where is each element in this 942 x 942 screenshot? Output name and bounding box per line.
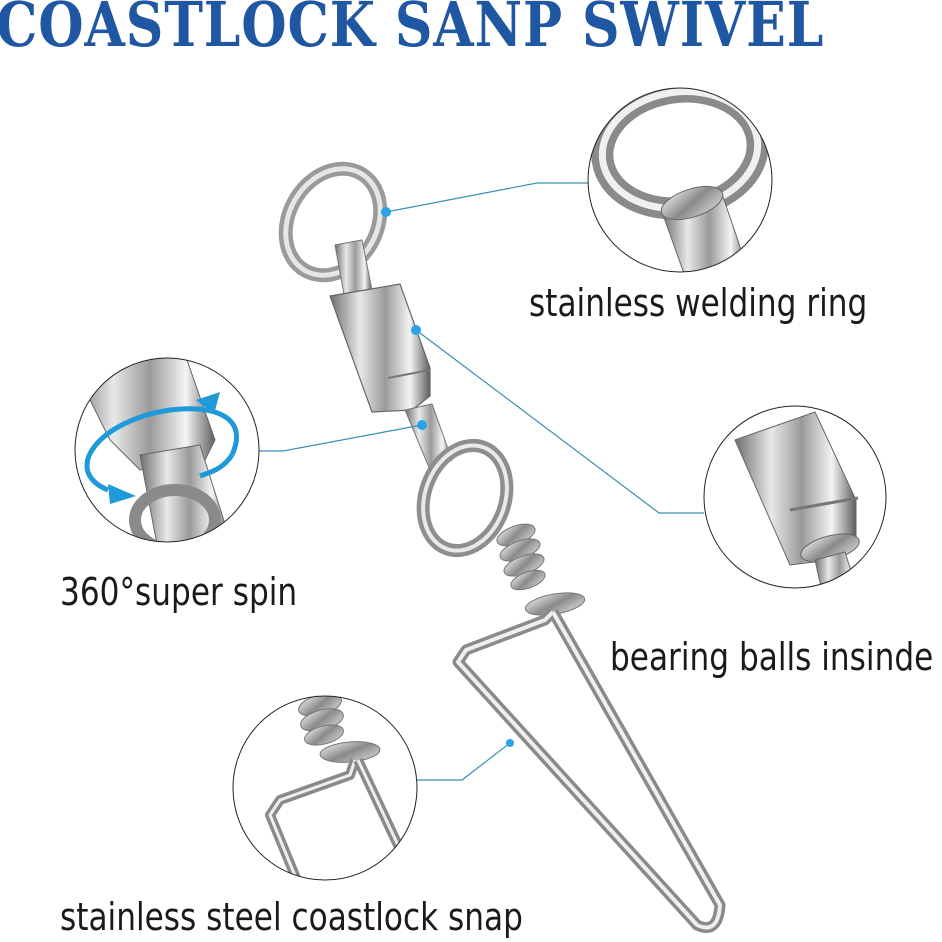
dot-welding-ring bbox=[381, 207, 391, 217]
dot-bearing-balls bbox=[411, 325, 421, 335]
leader-line-coastlock-snap bbox=[417, 742, 511, 781]
label-welding-ring: stainless welding ring bbox=[529, 281, 868, 325]
label-coastlock-snap: stainless steel coastlock snap bbox=[60, 895, 523, 939]
main-swivel bbox=[278, 161, 726, 933]
leader-line-welding-ring bbox=[385, 182, 590, 213]
label-super-spin: 360°super spin bbox=[60, 570, 298, 614]
product-title: COASTLOCK SANP SWIVEL bbox=[0, 0, 825, 61]
leader-line-super-spin bbox=[259, 424, 423, 452]
dot-super-spin bbox=[417, 420, 427, 430]
callout-dots bbox=[381, 207, 514, 747]
spin-arrow-icon bbox=[84, 406, 239, 493]
label-bearing-balls: bearing balls insinde bbox=[610, 635, 934, 679]
dot-coastlock-snap bbox=[506, 739, 514, 747]
detail-circle-bearing-balls bbox=[703, 405, 887, 589]
leader-lines bbox=[259, 182, 704, 781]
detail-circle-coastlock-snap bbox=[232, 695, 418, 881]
detail-circle-welding-ring bbox=[587, 87, 773, 273]
leader-line-bearing-balls bbox=[415, 329, 704, 514]
detail-circle-super-spin bbox=[74, 357, 260, 543]
